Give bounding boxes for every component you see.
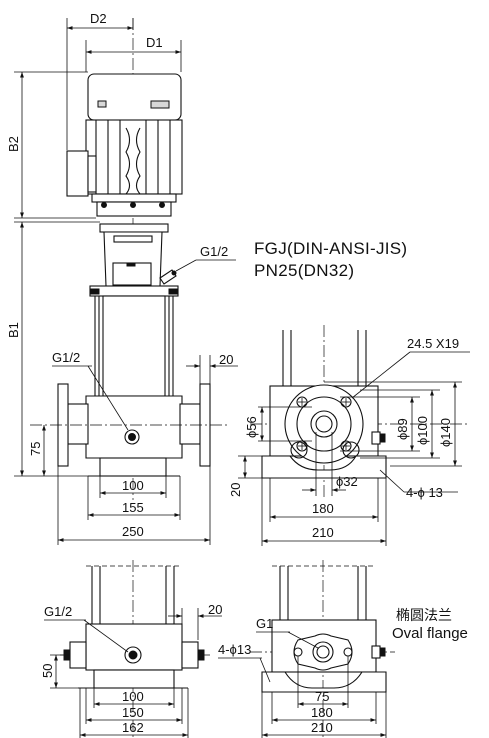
g-side-label: G1/2: [52, 350, 80, 365]
fv-dim20-label: 20: [228, 483, 243, 497]
br-holes-label: 4-ϕ13: [218, 642, 251, 657]
bl-nozzle-left: [69, 641, 87, 669]
fv-foot-hole-right: [342, 441, 360, 459]
bl-150-label: 150: [122, 705, 144, 720]
b2-label: B2: [6, 136, 21, 152]
slot-leader: [351, 351, 411, 399]
holes-leader: [379, 469, 405, 493]
pump-base: [85, 395, 183, 459]
terminal-box-neck: [87, 155, 97, 193]
fv-plug-head: [379, 433, 386, 443]
bl-nozzle-right: [181, 641, 199, 669]
dim-20-label: 20: [219, 352, 233, 367]
lantern-top: [99, 223, 169, 233]
coupling-guard: [113, 235, 153, 243]
bottom-right-view: G1 4-ϕ13 75 180 210 椭圆法兰 Oval flange: [218, 560, 468, 738]
front-view: D2 D1 B2 B1 75 G1/2 G1/2 20: [6, 11, 238, 545]
b1-label: B1: [6, 322, 21, 338]
bl-100-label: 100: [122, 689, 144, 704]
motor-cap: [87, 73, 182, 121]
br-plug-head: [379, 647, 386, 657]
motor-adapter: [96, 201, 172, 217]
spec-title-line2: PN25(DN32): [254, 261, 354, 280]
g-top-leader: [175, 259, 197, 272]
d89-label: ϕ89: [395, 418, 410, 440]
motor-badge: [150, 100, 170, 109]
bl-50-label: 50: [40, 664, 55, 678]
br-210-label: 210: [311, 720, 333, 735]
nameplate-tab: [126, 262, 136, 267]
fv-210-label: 210: [312, 525, 334, 540]
motor-flange: [91, 193, 177, 203]
br-plug: [371, 645, 381, 659]
motor-fins: [95, 120, 171, 195]
spec-title-line1: FGJ(DIN-ANSI-JIS): [254, 239, 407, 258]
d140-label: ϕ140: [438, 418, 453, 447]
fv-180-label: 180: [312, 501, 334, 516]
dim-250-label: 250: [122, 524, 144, 539]
br-bore-inner: [316, 645, 330, 659]
oval-flange-note-en: Oval flange: [392, 625, 468, 642]
g-top-label: G1/2: [200, 244, 228, 259]
fv-flange-mid: [296, 396, 352, 452]
dim-155-label: 155: [122, 500, 144, 515]
d56-label: ϕ56: [244, 416, 259, 438]
oval-flange-note-cn: 椭圆法兰: [396, 607, 452, 623]
upper-bolts: [90, 288, 178, 295]
upper-plate: [89, 285, 179, 297]
br-g-leader: [287, 631, 319, 649]
br-bore: [312, 641, 334, 663]
bl-drain-core: [128, 650, 138, 660]
bl-cap-right: [197, 649, 205, 661]
fv-foot-hole-left: [290, 441, 308, 459]
d2-label: D2: [90, 11, 107, 26]
slot-label: 24.5 X19: [407, 336, 459, 351]
dim-100-label: 100: [122, 478, 144, 493]
base-foot: [99, 457, 167, 477]
motor-mark: [97, 100, 107, 108]
bl-foot: [93, 669, 175, 689]
nozzle-left: [67, 403, 89, 445]
nozzle-right: [179, 403, 201, 445]
flange-side-view: 24.5 X19 ϕ56 ϕ89 ϕ100 ϕ140 ϕ32 4-ϕ 13: [228, 325, 470, 546]
pump-sleeve: [102, 295, 166, 397]
d100-label: ϕ100: [415, 416, 430, 445]
bl-g-label: G1/2: [44, 604, 72, 619]
br-foot: [261, 671, 387, 693]
terminal-box: [66, 150, 89, 197]
d32-label: ϕ32: [336, 474, 358, 489]
bottom-left-view: G1/2 20 50 100 150 162: [40, 560, 222, 738]
vent-plug-head: [171, 270, 177, 276]
g-side-leader: [87, 365, 129, 431]
br-g-label: G1: [256, 616, 273, 631]
br-75-label: 75: [315, 689, 329, 704]
bl-g-leader: [83, 619, 129, 653]
br-180-label: 180: [311, 705, 333, 720]
drain-plug-core: [128, 433, 136, 441]
fv-plug: [371, 431, 381, 445]
bl-162-label: 162: [122, 720, 144, 735]
spec-title: FGJ(DIN-ANSI-JIS) PN25(DN32): [254, 239, 407, 280]
fv-bore-inner: [315, 415, 333, 433]
holes-label: 4-ϕ 13: [406, 485, 443, 500]
br-holes-leader: [259, 657, 271, 683]
adapter-bolts: [101, 202, 165, 208]
bl-20-label: 20: [208, 602, 222, 617]
dim-75-label: 75: [28, 442, 43, 456]
motor-body: [85, 119, 183, 195]
d1-label: D1: [146, 35, 163, 50]
fv-bore: [310, 410, 338, 438]
